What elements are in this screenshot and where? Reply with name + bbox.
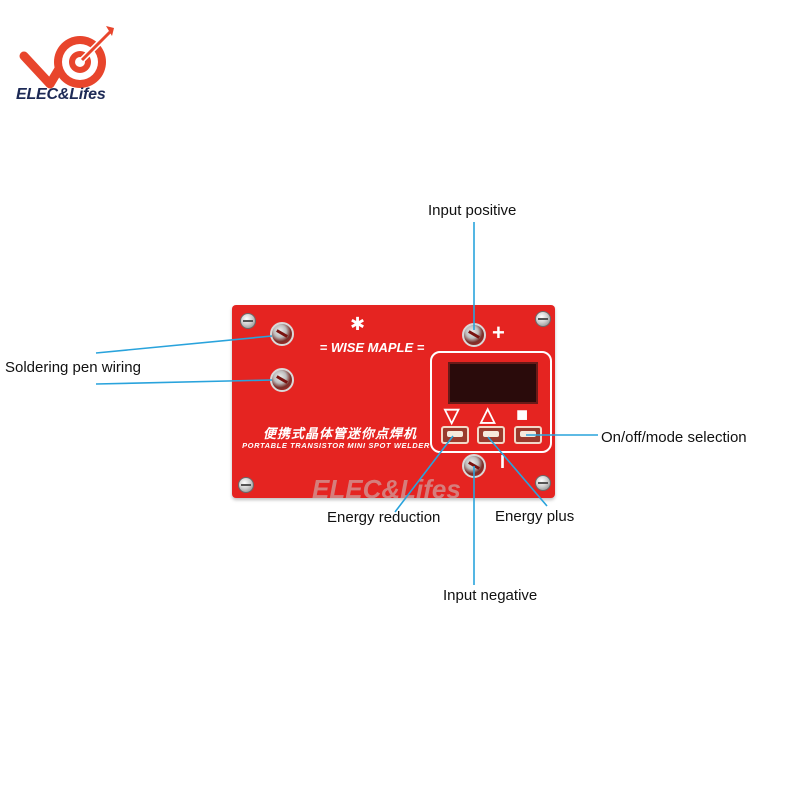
label-energy-plus: Energy plus — [495, 508, 575, 525]
energy-plus-button[interactable] — [477, 426, 505, 444]
brand-logo-text: ELEC&Lifes — [16, 86, 106, 103]
maple-leaf-icon: ✱ — [350, 314, 366, 334]
board-brand: = WISE MAPLE = — [319, 340, 425, 355]
corner-screw — [535, 311, 551, 327]
corner-screw — [535, 475, 551, 491]
brand-logo-icon — [19, 26, 114, 89]
led-display — [448, 362, 538, 404]
corner-screw — [238, 477, 254, 493]
energy-reduction-button[interactable] — [441, 426, 469, 444]
triangle-up-icon: △ — [480, 404, 496, 426]
label-input-positive: Input positive — [428, 202, 517, 219]
mode-selection-button[interactable] — [514, 426, 542, 444]
minus-sign: I — [500, 452, 506, 472]
label-soldering-pen-wiring: Soldering pen wiring — [5, 359, 141, 376]
label-on-off-mode: On/off/mode selection — [601, 429, 747, 446]
triangle-down-icon: ▽ — [444, 405, 460, 427]
label-energy-reduction: Energy reduction — [327, 509, 441, 526]
corner-screw — [240, 313, 256, 329]
watermark: ELEC&Lifes — [312, 474, 461, 504]
board-title-cn: 便携式晶体管迷你点焊机 — [262, 426, 417, 441]
square-icon: ■ — [516, 404, 529, 426]
label-input-negative: Input negative — [443, 587, 538, 604]
plus-sign: + — [492, 320, 505, 345]
board-title-en: PORTABLE TRANSISTOR MINI SPOT WELDER — [242, 441, 430, 450]
soldering-pen-terminal-1 — [270, 322, 294, 346]
soldering-pen-terminal-2 — [270, 368, 294, 392]
input-positive-terminal — [462, 323, 486, 347]
input-negative-terminal — [462, 454, 486, 478]
